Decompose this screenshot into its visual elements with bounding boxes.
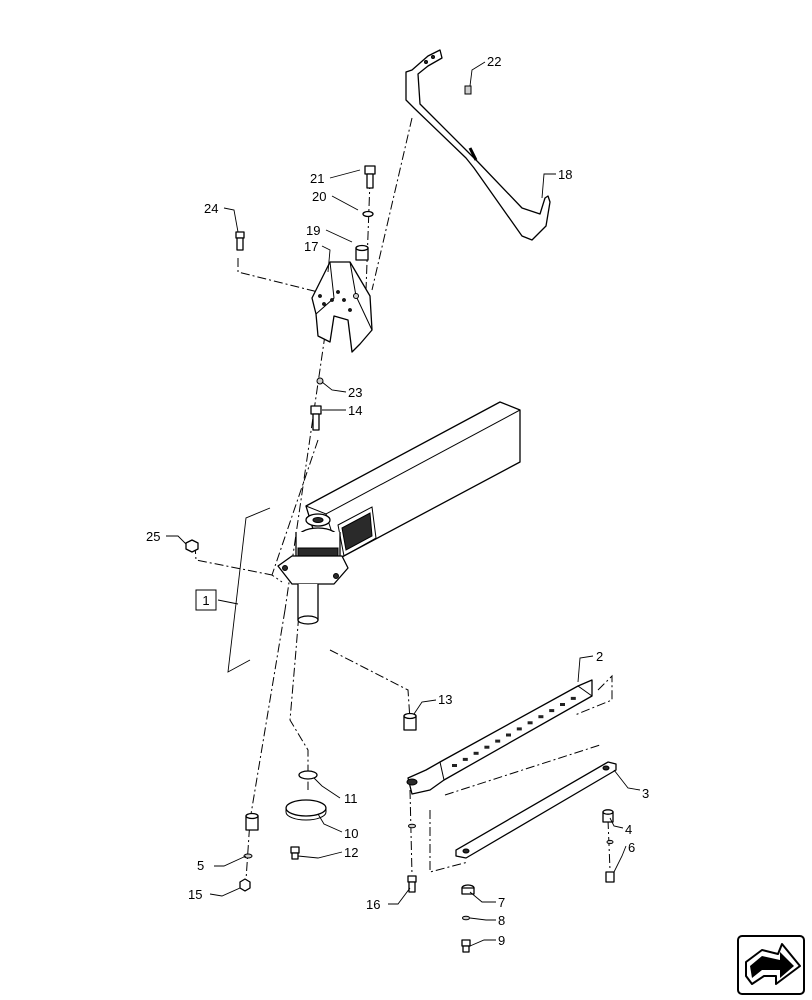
nut-23 xyxy=(316,377,324,385)
washer-5 xyxy=(243,853,253,859)
slot xyxy=(549,709,555,713)
main-arm-assembly xyxy=(277,401,521,625)
bolt-16 xyxy=(407,875,417,893)
nut-15 xyxy=(239,878,251,892)
slot xyxy=(570,696,576,700)
callout-24: 24 xyxy=(204,201,218,216)
washer-4 xyxy=(606,839,614,845)
washer-20 xyxy=(362,210,374,218)
slot xyxy=(473,751,479,755)
callout-19: 19 xyxy=(306,223,320,238)
callout-5: 5 xyxy=(197,858,204,873)
callout-22: 22 xyxy=(487,54,501,69)
washer-16 xyxy=(408,823,416,829)
slot xyxy=(506,733,511,737)
clamp-bracket-17 xyxy=(311,261,373,353)
disc-10 xyxy=(285,799,327,821)
flat-bar-3 xyxy=(455,761,617,859)
callout-6: 6 xyxy=(628,840,635,855)
slot-row xyxy=(452,696,576,767)
callout-7: 7 xyxy=(498,895,505,910)
bracket-rod xyxy=(405,49,551,241)
spacer-5 xyxy=(245,812,259,831)
callout-18: 18 xyxy=(558,167,572,182)
callout-25: 25 xyxy=(146,529,160,544)
callout-17: 17 xyxy=(304,239,318,254)
bolt-21 xyxy=(364,165,376,189)
callout-23: 23 xyxy=(348,385,362,400)
slot xyxy=(484,745,490,749)
callout-box xyxy=(195,589,217,611)
callout-14: 14 xyxy=(348,403,362,418)
callout-4: 4 xyxy=(625,822,632,837)
callout-1: 1 xyxy=(202,593,209,608)
slot xyxy=(462,757,468,761)
slot xyxy=(452,764,457,767)
bolt-9 xyxy=(461,939,471,953)
spacer-19 xyxy=(355,244,369,261)
slot xyxy=(538,715,544,719)
callout-21: 21 xyxy=(310,171,324,186)
callout-13: 13 xyxy=(438,692,452,707)
callout-3: 3 xyxy=(642,786,649,801)
callout-20: 20 xyxy=(312,189,326,204)
spacer-7 xyxy=(461,884,475,895)
callout-15: 15 xyxy=(188,887,202,902)
slot xyxy=(495,739,501,743)
callout-9: 9 xyxy=(498,933,505,948)
callout-11: 11 xyxy=(344,791,358,806)
group-bracket xyxy=(217,507,271,673)
bolt-12 xyxy=(290,846,300,860)
leader-lines xyxy=(166,61,641,947)
callout-2: 2 xyxy=(596,649,603,664)
callout-8: 8 xyxy=(498,913,505,928)
washer-8 xyxy=(462,915,470,921)
bushing-13 xyxy=(403,712,417,731)
bolt-6 xyxy=(605,871,615,883)
screw-22 xyxy=(464,85,472,95)
nut-25 xyxy=(185,539,199,553)
callout-12: 12 xyxy=(344,845,358,860)
bolt-14 xyxy=(310,405,322,431)
callout-10: 10 xyxy=(344,826,358,841)
bushing-4 xyxy=(602,809,614,823)
next-page-arrow-icon[interactable] xyxy=(737,935,805,995)
slot xyxy=(516,727,522,731)
washer-11 xyxy=(298,770,318,780)
callout-labels: 1 2 3 4 5 6 7 8 9 10 11 12 13 14 15 16 1… xyxy=(146,54,649,948)
slot xyxy=(527,721,533,725)
slot xyxy=(560,703,565,706)
bolt-24 xyxy=(235,231,245,251)
callout-16: 16 xyxy=(366,897,380,912)
